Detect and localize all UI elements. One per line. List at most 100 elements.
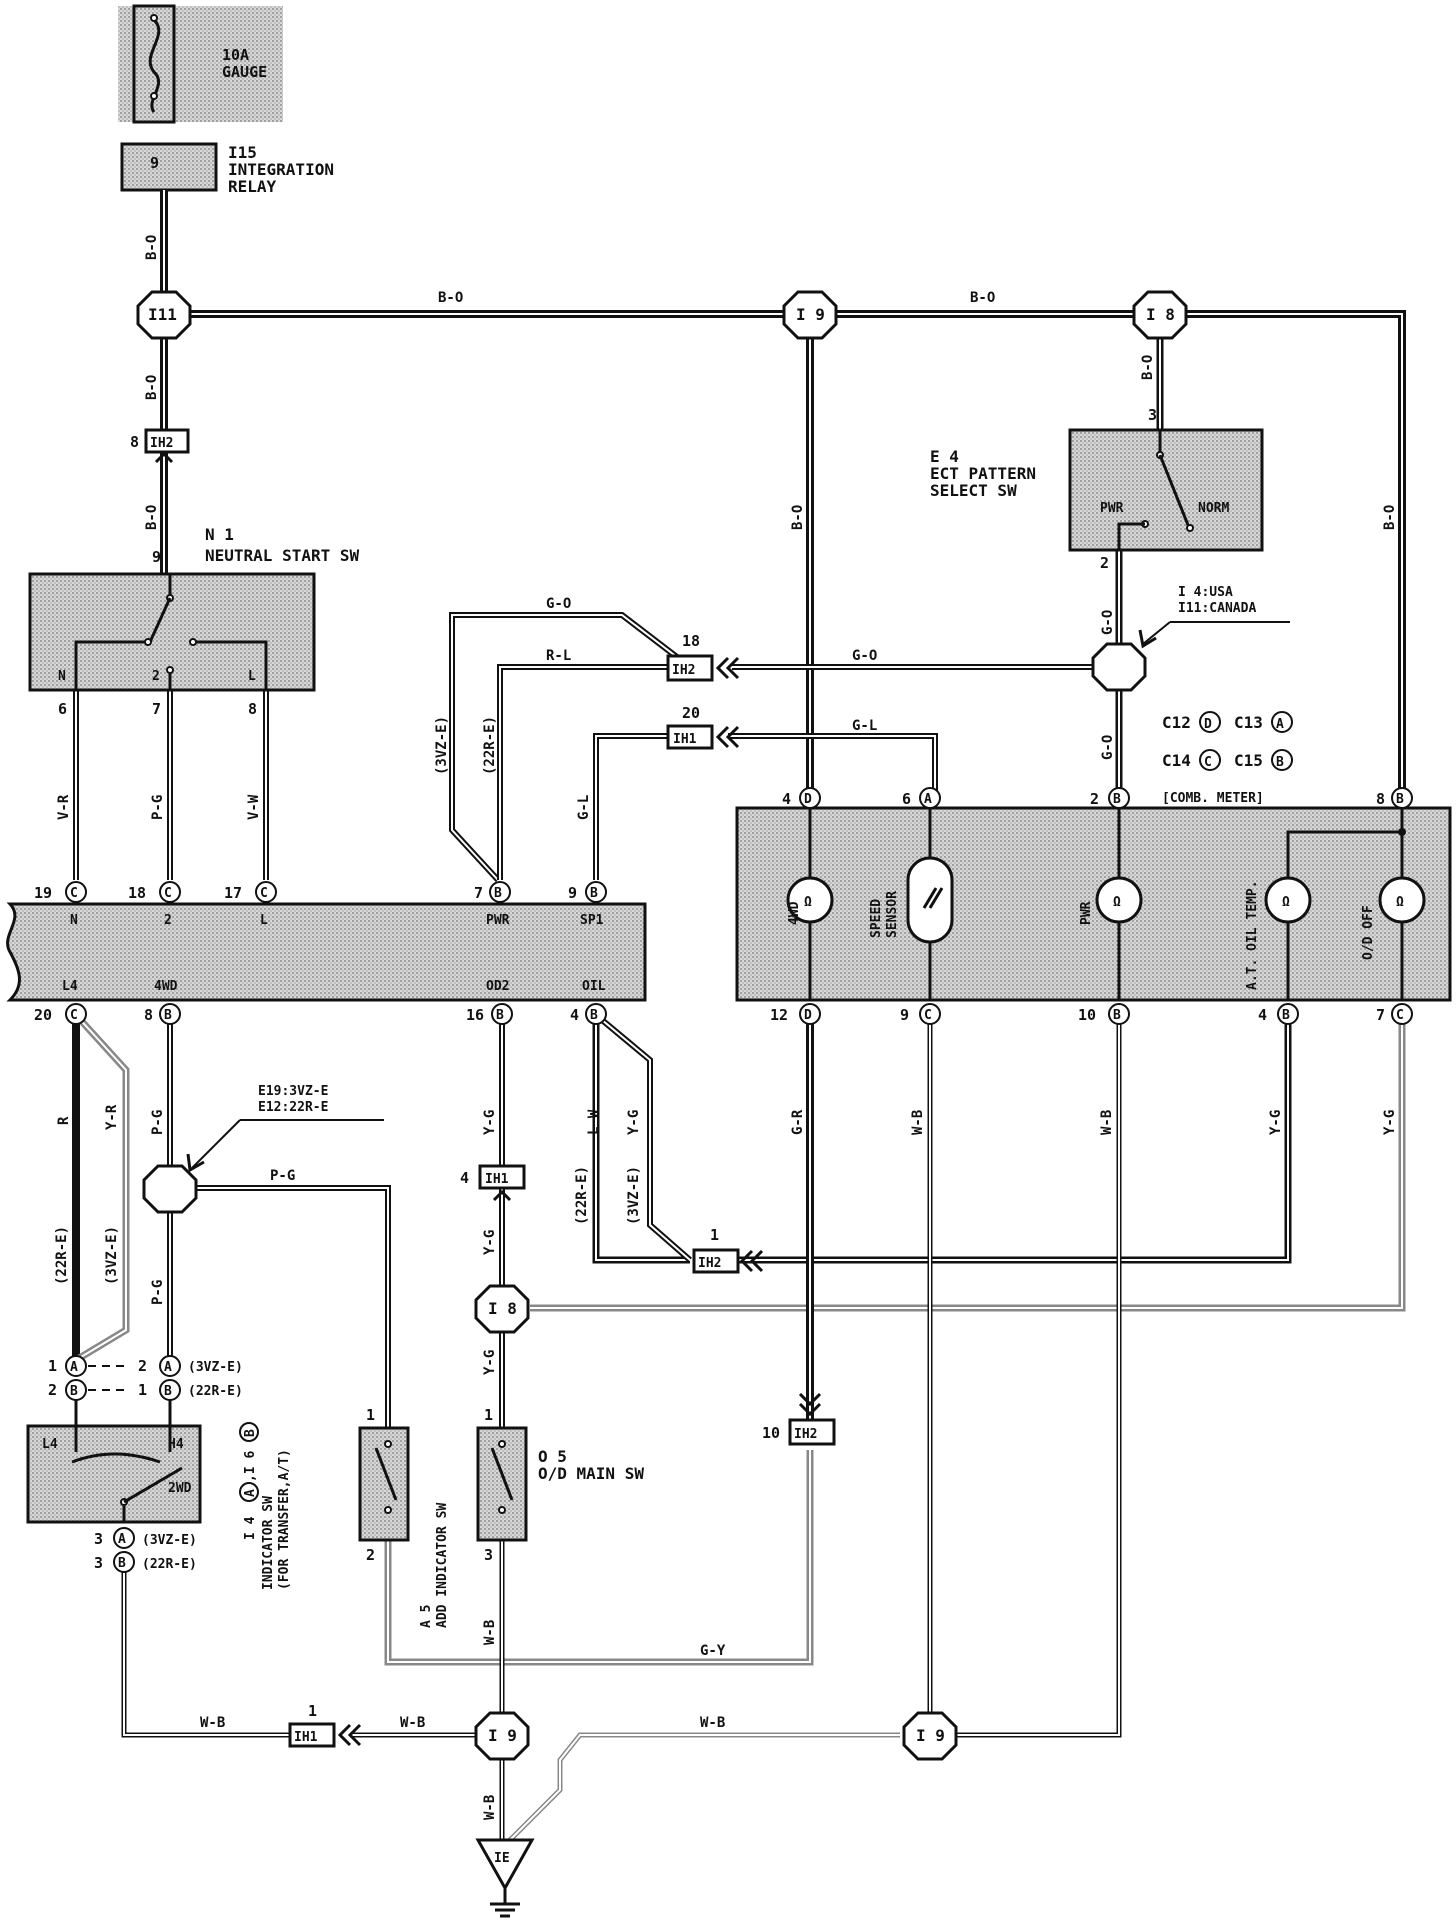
svg-text:IH1: IH1 — [673, 732, 697, 747]
svg-text:I11:CANADA: I11:CANADA — [1178, 601, 1256, 616]
svg-text:10: 10 — [762, 1424, 780, 1442]
svg-text:4WD: 4WD — [154, 979, 178, 994]
svg-text:(3VZ-E): (3VZ-E) — [434, 716, 450, 775]
svg-text:A: A — [243, 1489, 258, 1497]
svg-text:8: 8 — [144, 1006, 153, 1024]
junction-i9-bottom-left: I 9 — [488, 1726, 517, 1745]
svg-text:RELAY: RELAY — [228, 177, 277, 196]
junction-i11: I11 — [148, 305, 177, 324]
svg-text:IH2: IH2 — [698, 1256, 721, 1271]
svg-text:2: 2 — [366, 1546, 375, 1564]
svg-text:2: 2 — [1090, 790, 1099, 808]
svg-text:Ω: Ω — [804, 895, 812, 910]
indicator-lamp-icon — [1095, 876, 1143, 924]
pointer-arrow-icon — [1138, 629, 1157, 649]
svg-text:19: 19 — [34, 884, 52, 902]
transfer-indicator-switch: 1 A 2 A (3VZ-E) 2 B 1 B (22R-E) L4 H4 2W… — [26, 1355, 292, 1590]
svg-text:C: C — [70, 1008, 78, 1023]
svg-text:,I 6: ,I 6 — [243, 1451, 258, 1482]
svg-text:IH2: IH2 — [150, 436, 173, 451]
svg-text:20: 20 — [682, 704, 700, 722]
svg-text:PWR: PWR — [1100, 501, 1124, 516]
combination-meter: C12 D C13 A C14 C C15 B [COMB. METER] 4 … — [735, 711, 1452, 1025]
svg-text:Y-G: Y-G — [626, 1110, 642, 1135]
svg-text:C14: C14 — [1162, 751, 1191, 770]
svg-text:H4: H4 — [168, 1437, 184, 1452]
svg-text:SELECT SW: SELECT SW — [930, 481, 1017, 500]
svg-text:2: 2 — [48, 1381, 57, 1399]
svg-text:B: B — [496, 1008, 504, 1023]
switch-blade-icon — [1158, 454, 1190, 526]
svg-text:E12:22R-E: E12:22R-E — [258, 1100, 328, 1115]
arc-icon — [71, 1452, 161, 1464]
svg-text:Y-G: Y-G — [482, 1110, 498, 1135]
svg-text:C12: C12 — [1162, 713, 1191, 732]
n1-name: NEUTRAL START SW — [205, 546, 359, 565]
junctions: I11 I 9 I 8 I 8 I 9 I 9 — [136, 290, 1188, 1761]
svg-text:L-W: L-W — [586, 1109, 602, 1135]
svg-text:Ω: Ω — [1282, 895, 1290, 910]
svg-text:L: L — [260, 913, 268, 928]
svg-text:W-B: W-B — [482, 1795, 498, 1820]
svg-text:C: C — [164, 886, 172, 901]
switch-blade-icon — [374, 1447, 398, 1501]
svg-text:OIL: OIL — [582, 979, 606, 994]
svg-text:OD2: OD2 — [486, 979, 509, 994]
svg-text:2: 2 — [138, 1357, 147, 1375]
svg-text:P-G: P-G — [150, 1110, 166, 1135]
svg-text:R-L: R-L — [546, 648, 571, 664]
svg-text:A: A — [118, 1532, 126, 1547]
svg-text:L: L — [248, 669, 256, 684]
svg-text:B-O: B-O — [438, 290, 463, 306]
svg-text:P-G: P-G — [150, 795, 166, 820]
svg-text:C: C — [1396, 1008, 1404, 1023]
svg-text:8: 8 — [130, 433, 139, 451]
svg-text:1: 1 — [308, 1702, 317, 1720]
svg-text:B: B — [1282, 1008, 1290, 1023]
svg-text:Y-G: Y-G — [1268, 1110, 1284, 1135]
svg-text:20: 20 — [34, 1006, 52, 1024]
svg-text:D: D — [804, 1008, 812, 1023]
fuse-icon — [148, 18, 161, 113]
svg-text:16: 16 — [466, 1006, 484, 1024]
svg-text:C: C — [70, 886, 78, 901]
junction-i8-top: I 8 — [1146, 305, 1175, 324]
switch-blade-icon — [123, 1466, 183, 1504]
svg-text:17: 17 — [224, 884, 242, 902]
svg-text:W-B: W-B — [482, 1620, 498, 1645]
arrow-icon — [492, 1189, 512, 1202]
svg-text:4: 4 — [1258, 1006, 1267, 1024]
svg-text:Y-G: Y-G — [482, 1230, 498, 1255]
svg-text:Y-G: Y-G — [1382, 1110, 1398, 1135]
svg-text:G-L: G-L — [576, 795, 592, 820]
svg-text:P-G: P-G — [270, 1168, 295, 1184]
svg-text:B: B — [590, 1008, 598, 1023]
add-indicator-switch: 1 2 A 5 ADD INDICATOR SW — [358, 1406, 450, 1628]
o5-code: O 5 — [538, 1447, 567, 1466]
indicator-lamp-icon — [1264, 876, 1312, 924]
svg-text:N: N — [70, 913, 78, 928]
svg-text:B-O: B-O — [1382, 505, 1398, 530]
svg-text:G-Y: G-Y — [700, 1643, 726, 1659]
svg-text:B-O: B-O — [790, 505, 806, 530]
ground-icon — [475, 1838, 535, 1892]
e4-code: E 4 — [930, 447, 959, 466]
svg-text:Ω: Ω — [1113, 895, 1121, 910]
svg-text:C15: C15 — [1234, 751, 1263, 770]
svg-text:G-O: G-O — [546, 596, 571, 612]
svg-text:2: 2 — [1100, 554, 1109, 572]
svg-text:18: 18 — [128, 884, 146, 902]
integration-relay: 9 I15 INTEGRATION RELAY — [120, 142, 334, 196]
junction-e19-e12 — [142, 1164, 198, 1214]
svg-text:8: 8 — [248, 700, 257, 718]
svg-text:B: B — [164, 1008, 172, 1023]
svg-text:B-O: B-O — [144, 375, 160, 400]
svg-text:G-L: G-L — [852, 718, 877, 734]
fuse-10a-gauge: 10A GAUGE — [118, 4, 283, 124]
svg-text:R: R — [56, 1116, 72, 1125]
svg-text:C13: C13 — [1234, 713, 1263, 732]
svg-text:1: 1 — [138, 1381, 147, 1399]
indicator-lamp-icon — [786, 876, 834, 924]
svg-text:IH2: IH2 — [794, 1427, 817, 1442]
relay-code: I15 — [228, 143, 257, 162]
